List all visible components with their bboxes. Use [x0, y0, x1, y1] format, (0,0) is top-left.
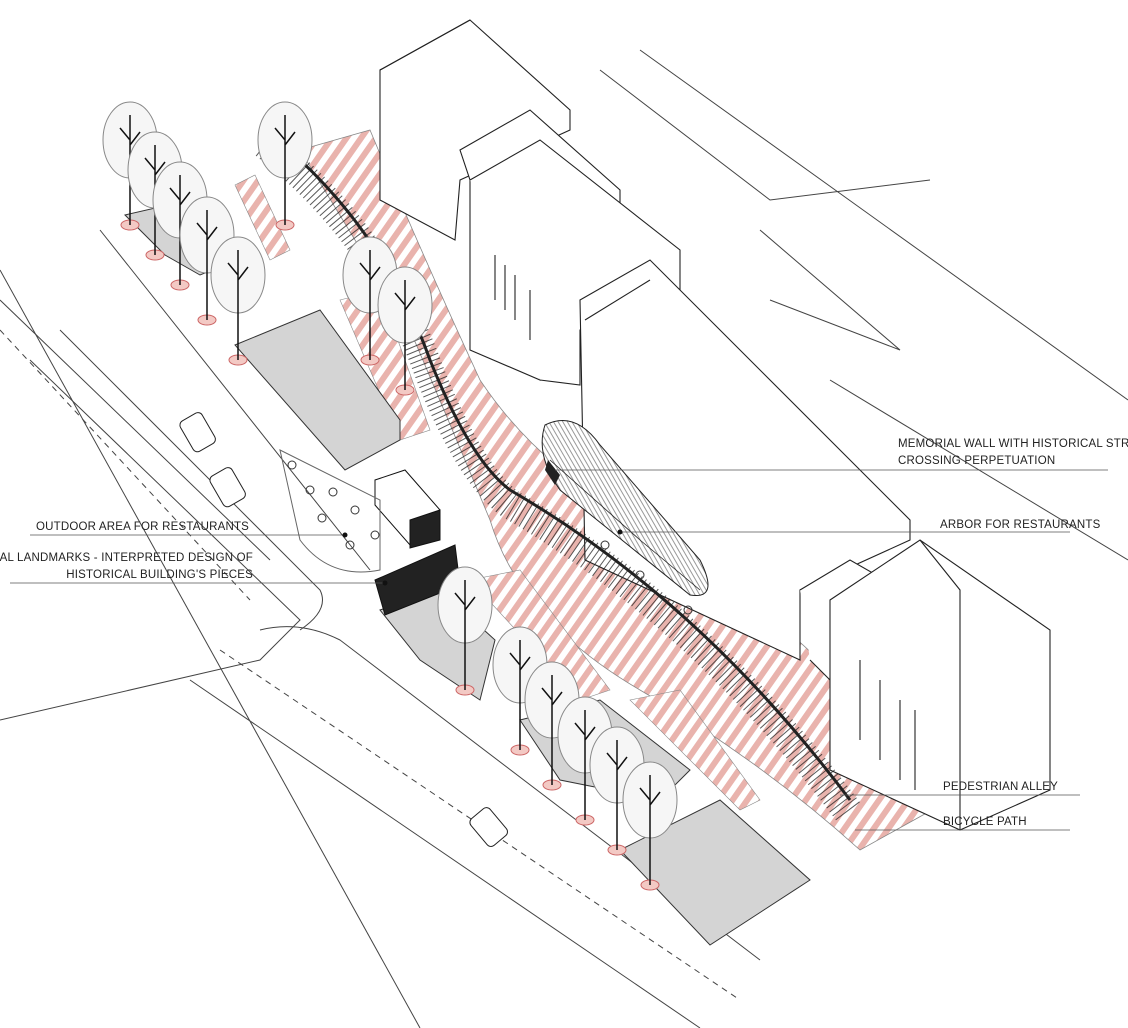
leader-lines [10, 469, 1108, 831]
tree [257, 101, 313, 231]
table-icon [317, 513, 327, 523]
outdoor-tables [287, 460, 693, 615]
label-memorial-wall-1: MEMORIAL WALL WITH HISTORICAL STREET [898, 438, 1128, 450]
tree [622, 761, 678, 891]
tree [210, 236, 266, 366]
label-landmarks-2: HISTORICAL BUILDING'S PIECES [66, 569, 253, 581]
tree [437, 566, 493, 696]
left-pink-squares [234, 174, 761, 811]
table-icon [305, 485, 315, 495]
table-icon [600, 540, 610, 550]
table-icon [328, 487, 338, 497]
label-memorial-wall-2: CROSSING PERPETUATION [898, 455, 1055, 467]
label-bicycle-path: BICYCLE PATH [943, 816, 1027, 828]
table-icon [287, 460, 297, 470]
label-pedestrian-alley: PEDESTRIAN ALLEY [943, 781, 1058, 793]
cars [179, 412, 508, 847]
label-landmarks-1: LOCAL LANDMARKS - INTERPRETED DESIGN OF [0, 552, 253, 564]
outdoor-area-outline [279, 449, 381, 573]
table-icon [350, 505, 360, 515]
label-arbor: ARBOR FOR RESTAURANTS [940, 519, 1101, 531]
table-icon [345, 540, 355, 550]
arbor-marker [617, 529, 623, 535]
tree [377, 266, 433, 396]
trees [102, 101, 678, 891]
outdoor-marker [342, 532, 348, 538]
label-outdoor-area: OUTDOOR AREA FOR RESTAURANTS [36, 521, 249, 533]
local-landmarks [374, 469, 461, 616]
buildings [379, 19, 1051, 831]
landmark-marker [382, 580, 388, 586]
table-icon [683, 605, 693, 615]
table-icon [635, 570, 645, 580]
arbor [541, 420, 709, 597]
table-icon [370, 530, 380, 540]
